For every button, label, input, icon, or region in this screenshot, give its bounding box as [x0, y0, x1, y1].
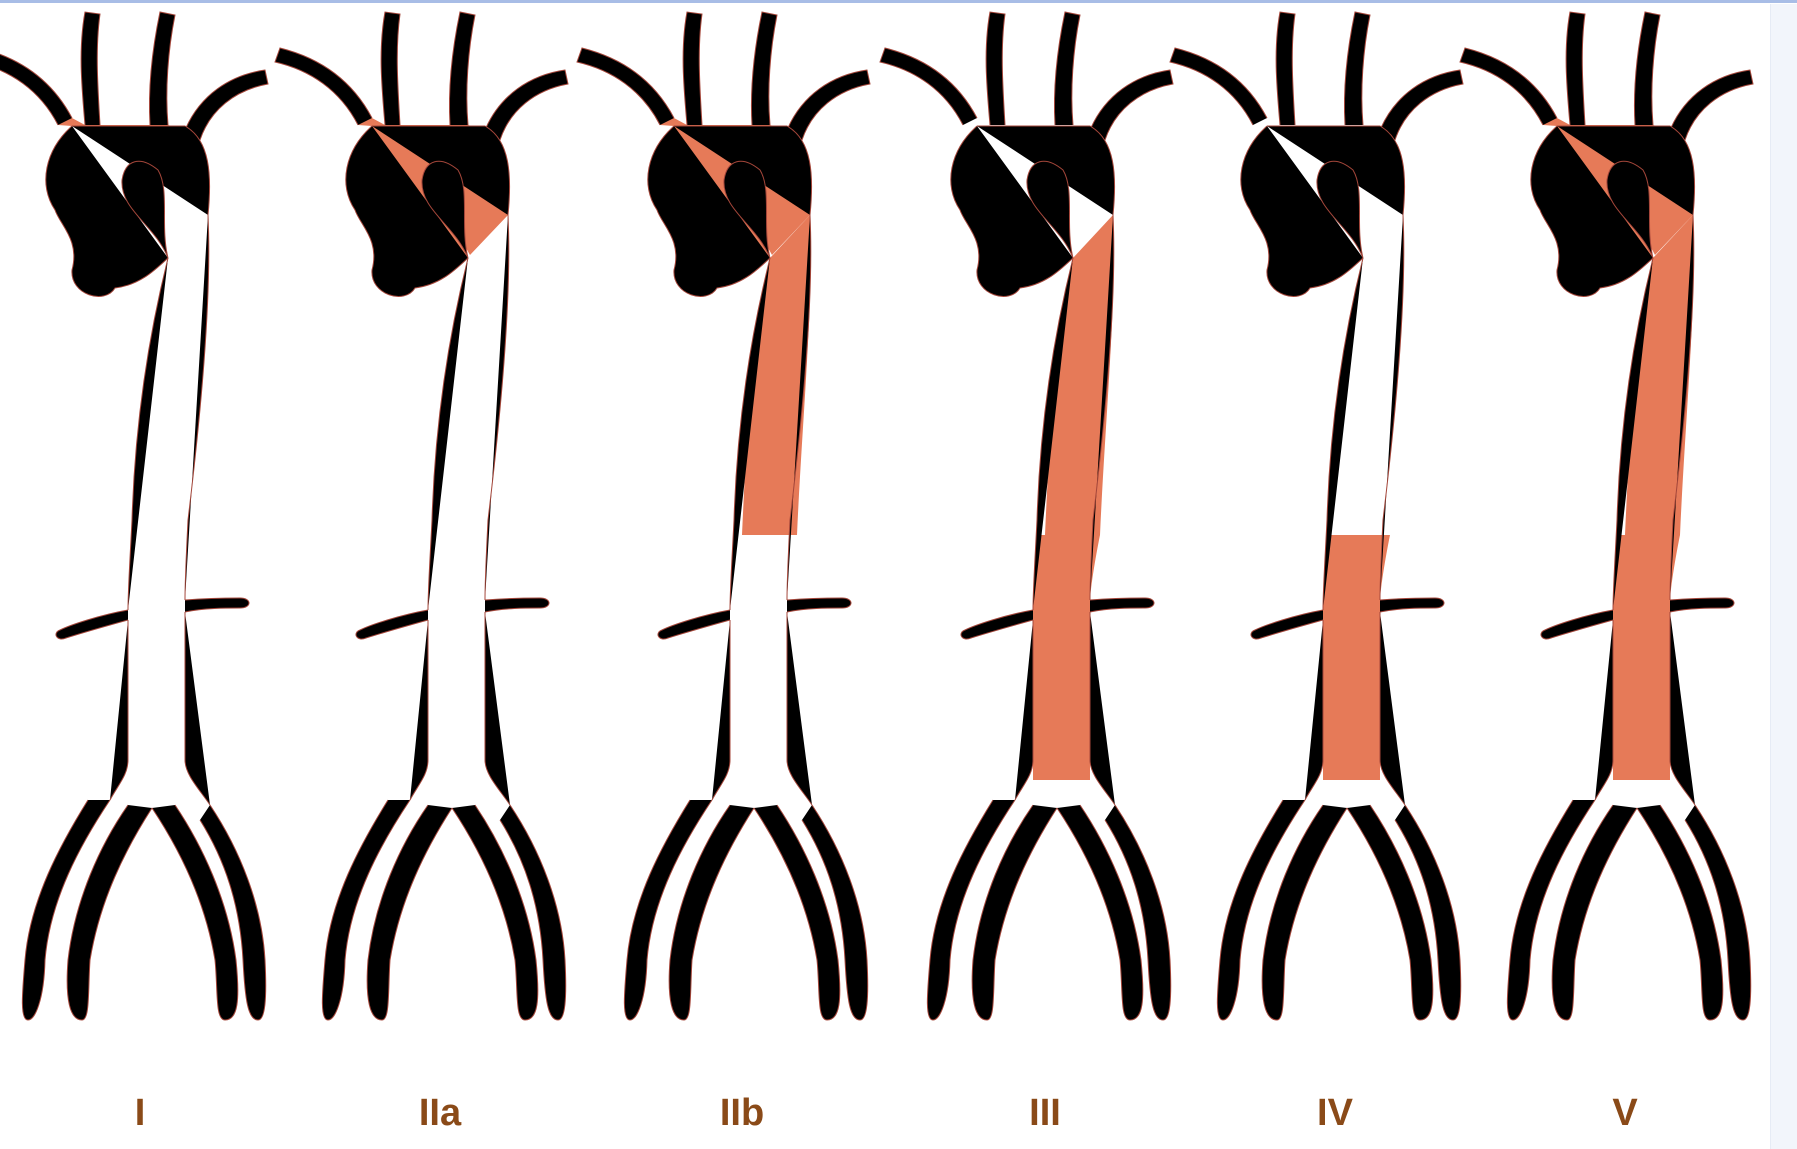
aorta-figure-iia	[275, 12, 568, 1020]
aorta-figure-iv	[1170, 12, 1463, 1020]
type-label-iii: III	[965, 1092, 1125, 1135]
type-label-iib: IIb	[662, 1092, 822, 1135]
affected-segment-abdominal-renal	[961, 535, 1154, 780]
aorta-figure-iib	[577, 12, 870, 1020]
aorta-outline	[1170, 12, 1463, 1020]
type-label-iv: IV	[1255, 1092, 1415, 1135]
aorta-outline	[0, 12, 268, 1020]
aorta-figure-i	[0, 12, 268, 1020]
aorta-figure-iii	[880, 12, 1173, 1020]
affected-segment-abdominal-renal	[1541, 535, 1734, 780]
type-label-iia: IIa	[360, 1092, 520, 1135]
affected-segment-abdominal-renal	[1251, 535, 1444, 780]
type-label-v: V	[1545, 1092, 1705, 1135]
aorta-outline	[880, 12, 1173, 1020]
affected-segment-arch-branches	[0, 12, 268, 140]
aorta-figure-v	[1460, 12, 1753, 1020]
type-label-i: I	[60, 1092, 220, 1135]
